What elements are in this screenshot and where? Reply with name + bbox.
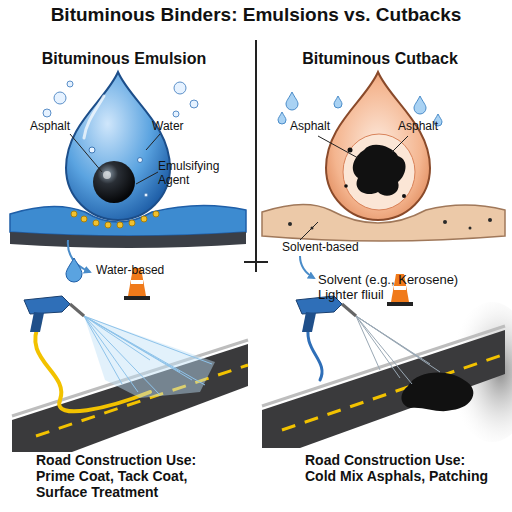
pavement-layer: [10, 232, 246, 248]
bubble: [89, 147, 95, 153]
callout-label: Water: [152, 120, 212, 134]
emulsifier-dot: [105, 222, 111, 228]
water-drop-icon: [66, 258, 82, 282]
bubble: [43, 109, 51, 117]
asphalt-speck: [443, 220, 447, 224]
callout-label: Asphalt: [30, 120, 90, 134]
road-surface: [262, 330, 505, 448]
center-line: [282, 354, 505, 430]
water-drop: [334, 96, 342, 108]
leader-line: [70, 134, 102, 172]
callout-label: Asphalt: [290, 120, 350, 134]
panel-heading: Bituminous Emulsion: [24, 50, 224, 68]
cone-base: [124, 296, 150, 300]
cutback-droplet: [326, 72, 430, 220]
spray-gun-handle: [302, 312, 316, 332]
callout-label: Asphalt: [398, 120, 458, 134]
emulsifier-dot: [153, 211, 159, 217]
asphalt-patch: [402, 372, 474, 411]
leader-line: [300, 222, 318, 240]
leader-line: [146, 134, 160, 150]
bubble: [190, 100, 198, 108]
water-drop: [278, 112, 286, 124]
asphalt-speck: [348, 148, 353, 153]
asphalt-speck: [469, 227, 472, 230]
bubble: [138, 158, 143, 163]
callout-label: Water-based: [96, 264, 196, 278]
droplet-highlight: [84, 96, 104, 138]
asphalt-sphere: [93, 161, 135, 203]
curved-arrow: [300, 256, 314, 278]
leader-line: [318, 136, 358, 158]
callout-label: Emulsifying Agent: [158, 160, 238, 188]
bubble: [174, 82, 186, 94]
water-drop: [286, 92, 298, 110]
cone-base: [387, 302, 413, 306]
inner-solvent: [343, 134, 415, 210]
spray-nozzle: [342, 304, 356, 316]
cone-stripe: [131, 280, 143, 284]
emulsifier-dot: [93, 220, 99, 226]
sphere-highlight: [103, 171, 111, 179]
bubble: [67, 81, 73, 87]
leader-line: [392, 136, 408, 152]
emulsifier-dot: [117, 222, 123, 228]
emulsifier-dot: [141, 216, 147, 222]
asphalt-speck: [488, 218, 492, 222]
asphalt-speck: [402, 194, 406, 198]
asphalt-blob: [353, 145, 406, 196]
spray-mist: [84, 316, 215, 398]
bubble: [173, 111, 179, 117]
spray-nozzle: [70, 304, 84, 316]
bubble: [144, 193, 148, 197]
spray-lines: [84, 316, 212, 395]
emulsion-droplet: [66, 72, 170, 220]
asphalt-speck: [344, 184, 348, 188]
spray-lines: [356, 316, 440, 384]
callout-label: Solvent-based: [282, 241, 382, 255]
emulsifier-dot: [129, 220, 135, 226]
spray-gun-handle: [30, 312, 44, 332]
emulsifier-dot: [71, 211, 77, 217]
asphalt-speck: [288, 222, 292, 226]
divider-tick: [244, 261, 268, 263]
emulsifier-dot: [81, 216, 87, 222]
usage-note: Road Construction Use: Cold Mix Asphals,…: [305, 452, 495, 484]
leader-line: [136, 172, 158, 184]
usage-note: Road Construction Use: Prime Coat, Tack …: [36, 452, 211, 500]
solvent-note: Solvent (e.g., Kerosene) Lighter fliuil: [318, 273, 468, 303]
panel-heading: Bituminous Cutback: [280, 50, 480, 68]
spray-gun-body: [24, 296, 70, 314]
diagram-title: Bituminous Binders: Emulsions vs. Cutbac…: [0, 4, 512, 26]
divider-line: [255, 40, 257, 272]
bubble: [54, 92, 66, 104]
water-drop: [414, 96, 426, 114]
